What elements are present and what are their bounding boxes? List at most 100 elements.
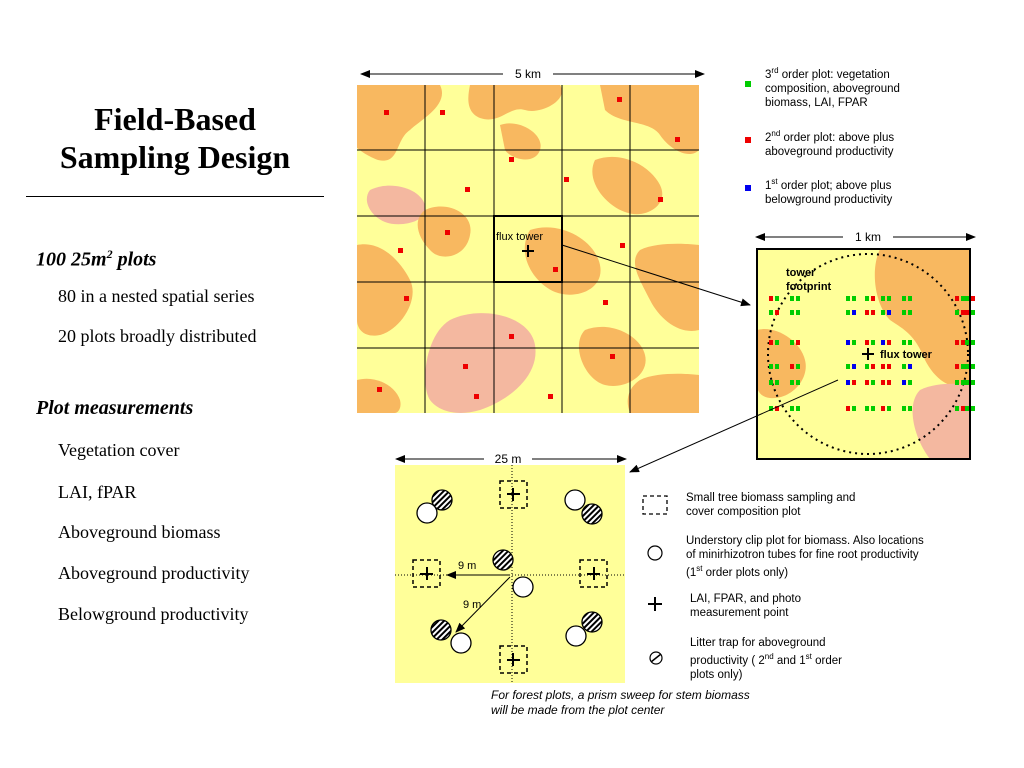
section1-heading-rest: plots	[112, 248, 157, 271]
plot-marker	[887, 310, 891, 315]
plot-marker	[955, 406, 959, 411]
legend-swatch-3rd	[745, 81, 751, 87]
plot-marker	[769, 406, 773, 411]
plot-marker	[871, 380, 875, 385]
connector-arrow-2	[629, 379, 839, 473]
flux-tower-label-5km: flux tower	[496, 231, 543, 243]
plot-marker	[881, 406, 885, 411]
plot-marker	[902, 310, 906, 315]
plot-marker	[961, 340, 965, 345]
caption-line1: For forest plots, a prism sweep for stem…	[491, 688, 750, 702]
caption-line2: will be made from the plot center	[491, 703, 665, 717]
plot-marker	[846, 380, 850, 385]
plot-marker	[865, 310, 869, 315]
litter-trap	[430, 619, 452, 641]
plot-marker	[887, 296, 891, 301]
plot-marker	[790, 380, 794, 385]
clip-plot-circle	[564, 489, 586, 511]
plot-marker	[769, 380, 773, 385]
tower-footprint-circle	[767, 253, 969, 455]
plot-marker	[871, 364, 875, 369]
legend-hatched-line3: plots only)	[690, 668, 743, 681]
plot-marker	[908, 296, 912, 301]
legend-swatch-1st	[745, 185, 751, 191]
tree-plot-square	[499, 480, 528, 509]
legend-circle-icon	[647, 545, 663, 561]
tree-plot-square	[412, 559, 441, 588]
forest-plot-caption: For forest plots, a prism sweep for stem…	[491, 688, 750, 718]
plot-marker	[775, 364, 779, 369]
plot-marker	[965, 380, 969, 385]
plot-marker	[871, 296, 875, 301]
plot-marker	[961, 364, 965, 369]
plot-marker	[965, 364, 969, 369]
plot-marker	[865, 364, 869, 369]
plot-marker	[961, 310, 965, 315]
plot-marker	[887, 340, 891, 345]
legend-circle-line2: of minirhizotron tubes for fine root pro…	[686, 549, 919, 561]
legend-3rd-line3: biomass, LAI, FPAR	[765, 96, 868, 109]
title-line-2: Sampling Design	[59, 139, 291, 175]
section2-item: Aboveground biomass	[58, 522, 221, 542]
plot-marker	[846, 310, 850, 315]
plot-marker	[955, 310, 959, 315]
plot-marker	[846, 340, 850, 345]
clip-plot-circle	[565, 625, 587, 647]
plot-marker	[971, 340, 975, 345]
legend-hatched-text: Litter trap for aboveground productivity…	[690, 636, 842, 682]
legend-1st-order: 1st order plot; above plus belowground p…	[765, 175, 892, 207]
title-line-1: Field-Based	[94, 101, 256, 137]
plot-markers-5km	[377, 97, 680, 399]
legend-3rd-line2: composition, aboveground	[765, 82, 900, 95]
section2-heading: Plot measurements	[36, 397, 194, 419]
legend-2nd-pre: 2	[765, 131, 772, 144]
plot-marker	[852, 340, 856, 345]
plot-marker	[796, 310, 800, 315]
plot-marker	[965, 310, 969, 315]
plot-marker	[908, 340, 912, 345]
plot-marker	[790, 364, 794, 369]
flux-tower-plus-5km	[522, 245, 534, 257]
plot-marker	[902, 364, 906, 369]
plot-marker	[790, 340, 794, 345]
legend-square-line1: Small tree biomass sampling and	[686, 492, 856, 504]
legend-plus-line2: measurement point	[690, 607, 789, 619]
plot-marker	[971, 380, 975, 385]
legend-hatched-line1: Litter trap for aboveground	[690, 637, 826, 649]
plot-marker	[961, 380, 965, 385]
clip-plot-circle	[450, 632, 472, 654]
plot-marker	[971, 310, 975, 315]
plot-marker	[852, 296, 856, 301]
distance-arrow	[455, 576, 511, 633]
legend-square-line2: cover composition plot	[686, 506, 801, 518]
tower-footprint-label-1: tower	[786, 267, 816, 279]
plot-marker	[971, 364, 975, 369]
section2-item: LAI, fPAR	[58, 482, 137, 502]
plot-marker	[902, 406, 906, 411]
plot-marker	[769, 364, 773, 369]
connector-arrow-1	[561, 244, 751, 307]
legend-swatch-2nd	[745, 137, 751, 143]
legend-circle-line1: Understory clip plot for biomass. Also l…	[686, 535, 924, 547]
legend-dashed-square-icon	[642, 495, 668, 515]
plot-marker	[871, 406, 875, 411]
plot-marker	[908, 380, 912, 385]
plot-marker	[887, 406, 891, 411]
legend-hatched-line2-post: order	[811, 654, 842, 667]
legend-circle-text: Understory clip plot for biomass. Also l…	[686, 534, 924, 580]
legend-2nd-line1: order plot: above plus	[780, 131, 895, 144]
plot-marker	[796, 364, 800, 369]
plot-marker	[881, 296, 885, 301]
section2-item: Aboveground productivity	[58, 563, 250, 583]
scale-25m-label: 25 m	[495, 452, 522, 466]
legend-circle-line3-pre: (1	[686, 566, 697, 579]
plot-marker	[865, 406, 869, 411]
plot-marker	[846, 296, 850, 301]
legend-1st-line1: order plot; above plus	[777, 179, 892, 192]
plot-marker	[769, 340, 773, 345]
legend-2nd-line2: aboveground productivity	[765, 145, 894, 158]
plot-marker	[846, 364, 850, 369]
plot-marker	[790, 310, 794, 315]
legend-1st-sup: st	[771, 177, 778, 186]
